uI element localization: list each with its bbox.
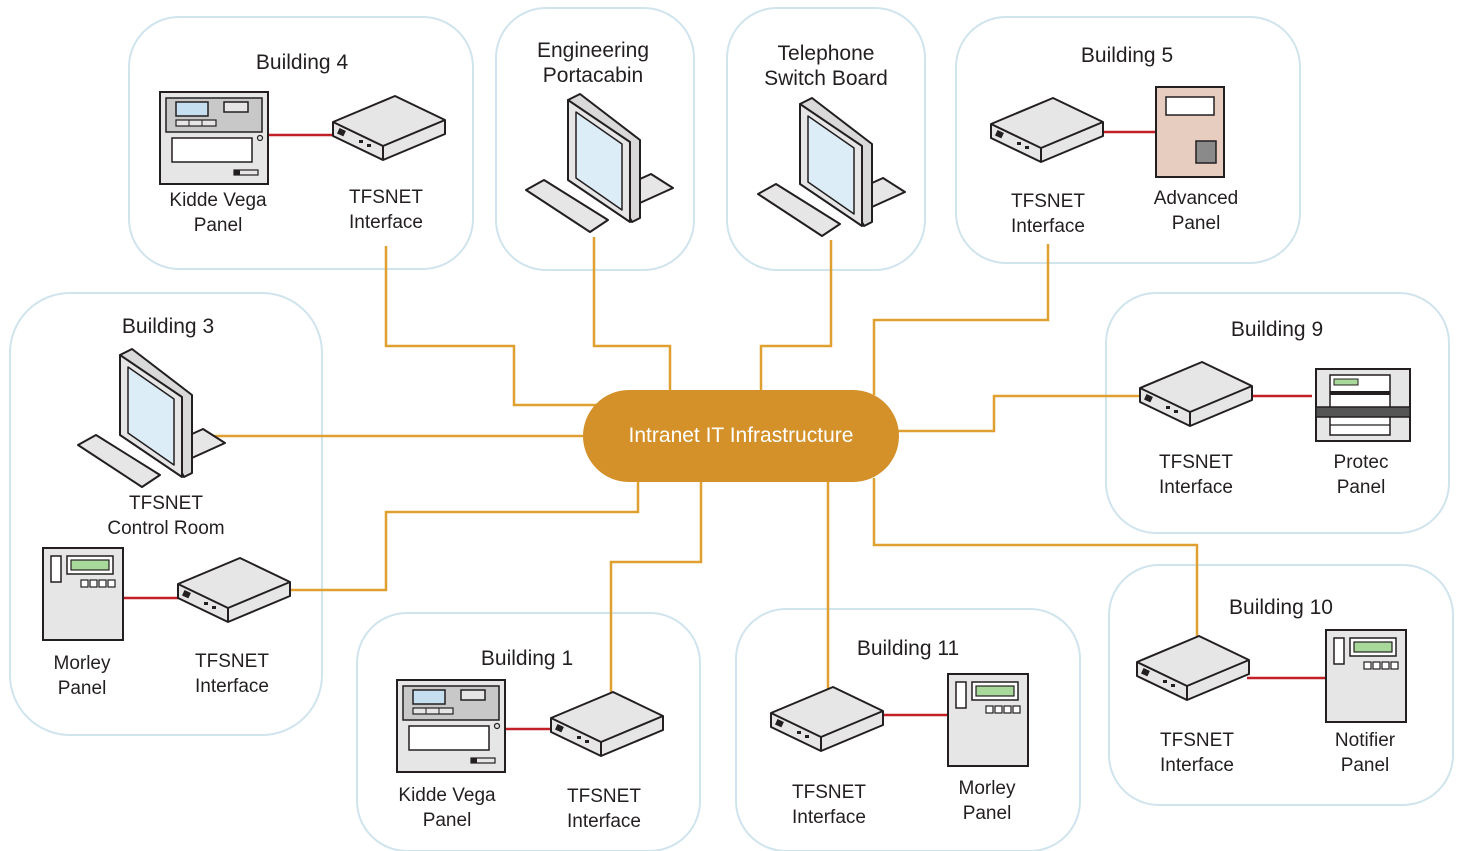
- notifier-panel-icon: [1325, 629, 1407, 723]
- advanced-panel-icon: [1155, 86, 1225, 178]
- zone-building-1: [356, 612, 701, 851]
- label-b1-tfsnet-interface: TFSNET Interface: [567, 786, 641, 832]
- morley-panel-icon: [947, 673, 1029, 767]
- label-b10-notifier-panel: Notifier Panel: [1334, 730, 1396, 776]
- link-engineering: [592, 237, 672, 392]
- label-b11-tfsnet-interface: TFSNET Interface: [792, 782, 866, 828]
- zone-building-9: [1105, 292, 1450, 534]
- title-building-4: Building 4: [255, 51, 349, 74]
- hub-label: Intranet IT Infrastructure: [628, 424, 854, 447]
- title-telephone-switch-board: Telephone Switch Board: [764, 42, 888, 90]
- label-b4-kidde-vega-panel: Kidde Vega Panel: [169, 190, 267, 236]
- zone-building-4: [128, 16, 474, 270]
- link-building-3-interface: [286, 480, 640, 592]
- label-b9-tfsnet-interface: TFSNET Interface: [1159, 452, 1233, 498]
- title-building-9: Building 9: [1230, 318, 1324, 341]
- link-building-1: [609, 482, 703, 694]
- network-links: [198, 237, 1199, 694]
- label-b5-advanced-panel: Advanced Panel: [1153, 188, 1239, 234]
- label-b5-tfsnet-interface: TFSNET Interface: [1011, 191, 1085, 237]
- kidde-vega-panel-icon: [159, 91, 269, 185]
- label-b11-morley-panel: Morley Panel: [958, 778, 1016, 824]
- label-b3-tfsnet-interface: TFSNET Interface: [195, 651, 269, 697]
- zone-building-11: [735, 608, 1081, 851]
- protec-panel-icon: [1315, 368, 1411, 442]
- label-b9-protec-panel: Protec Panel: [1333, 452, 1389, 498]
- morley-panel-icon: [42, 547, 124, 641]
- title-building-5: Building 5: [1080, 44, 1174, 67]
- title-building-3: Building 3: [121, 315, 215, 338]
- serial-links: [122, 130, 1326, 731]
- link-building-9: [897, 394, 1142, 433]
- building-zones: [9, 7, 1454, 851]
- zone-building-5: [955, 16, 1301, 264]
- link-building-10: [872, 478, 1199, 638]
- title-building-1: Building 1: [480, 647, 574, 670]
- label-b3-morley-panel: Morley Panel: [53, 653, 111, 699]
- label-b10-tfsnet-interface: TFSNET Interface: [1160, 730, 1234, 776]
- link-building-4: [384, 246, 600, 407]
- zone-building-10: [1108, 564, 1454, 806]
- intranet-hub: [583, 390, 899, 482]
- title-engineering-portacabin: Engineering Portacabin: [536, 39, 650, 87]
- title-building-10: Building 10: [1229, 596, 1333, 619]
- label-b4-tfsnet-interface: TFSNET Interface: [349, 187, 423, 233]
- link-telephone: [759, 240, 833, 392]
- label-b1-kidde-vega-panel: Kidde Vega Panel: [398, 785, 496, 831]
- kidde-vega-panel-icon: [396, 679, 506, 773]
- title-building-11: Building 11: [856, 637, 960, 660]
- link-building-5: [872, 244, 1050, 395]
- label-b3-control-room: TFSNET Control Room: [107, 493, 225, 539]
